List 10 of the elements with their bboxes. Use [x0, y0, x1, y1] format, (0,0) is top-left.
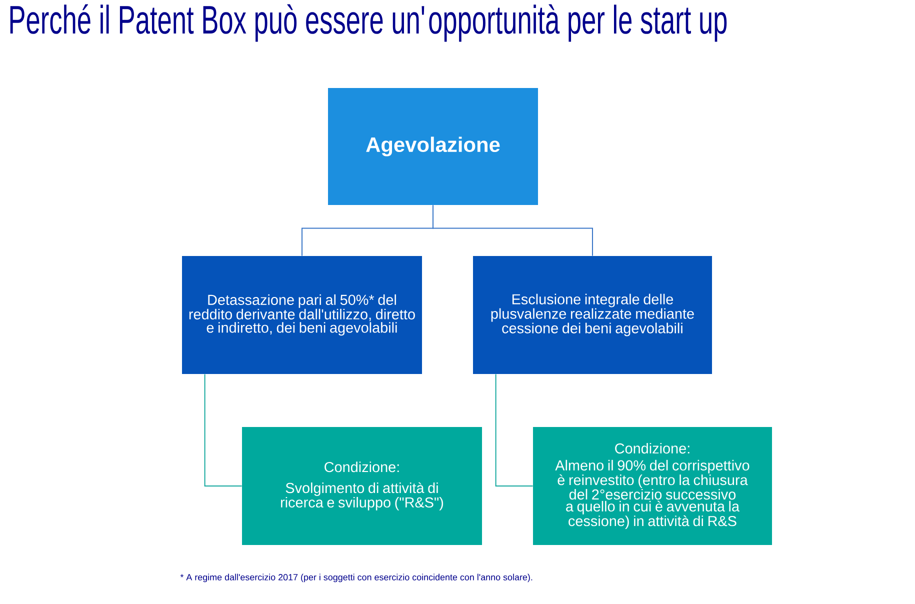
title: Perché il Patent Box può essere un'opportunità per le start up: [10, 4, 727, 42]
connector-line: [432, 204, 593, 256]
benefit-box: Detassazione pari al 50%* del reddito derivante dall'utilizzo, diretto e indiretto, dei beni agevolabili: [182, 256, 422, 374]
benefit-box: Esclusione integrale delle plusvalenze realizzate mediante cessione dei beni agevolabili: [473, 256, 712, 374]
condition-box: Condizione: Almeno il 90% del corrispettivo è reinvestito (entro la chiusura del 2°esercizio successivo a quello in cui è avvenuta la cessione) in attività di R&S: [533, 427, 772, 545]
condition-box: Condizione: Svolgimento di attività di ricerca e sviluppo ("R&S"): [242, 427, 482, 545]
footnote: * A regime dall'esercizio 2017 (per i soggetti con esercizio coincidente con l'anno solare).: [180, 574, 532, 582]
connector-line: [204, 374, 242, 486]
connector-line: [495, 374, 534, 486]
benefit-box: Agevolazione: [328, 88, 538, 205]
